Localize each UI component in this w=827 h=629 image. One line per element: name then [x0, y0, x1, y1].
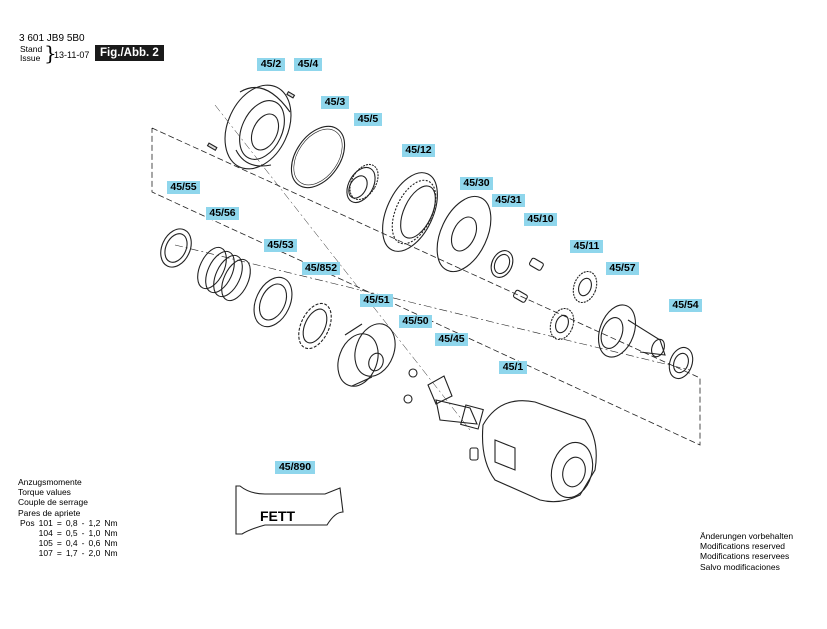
modification-notes: Änderungen vorbehalten Modifications res… — [700, 531, 793, 572]
label-45-54: 45/54 — [669, 299, 702, 312]
label-45-31: 45/31 — [492, 194, 525, 207]
torque-row: Pos 101 = 0,8 - 1,2 Nm — [20, 517, 118, 528]
part-washer-45-53 — [253, 276, 293, 328]
torque-values: Anzugsmomente Torque values Couple de se… — [18, 477, 120, 559]
part-spring-45-56 — [197, 246, 251, 302]
brace: } — [44, 41, 57, 65]
grease-tube-label: FETT — [260, 508, 295, 524]
note-fr: Modifications reservees — [700, 551, 790, 562]
torque-title-en: Torque values — [18, 487, 71, 498]
label-45-51: 45/51 — [360, 294, 393, 307]
part-ring-45-31 — [490, 250, 514, 278]
part-washer-45-55 — [160, 228, 192, 268]
figure-label: Fig./Abb. 2 — [95, 45, 164, 61]
torque-title-es: Pares de apriete — [18, 507, 81, 518]
label-45-5: 45/5 — [354, 113, 382, 126]
grease-tube-45-890 — [235, 485, 344, 535]
torque-table: Pos 101 = 0,8 - 1,2 Nm 104 = 0,5 - 1,0 N… — [18, 518, 120, 559]
stand-issue-label: Stand Issue — [20, 45, 42, 63]
part-internal-gear-45-12 — [382, 172, 438, 252]
part-anvil-45-45 — [427, 375, 484, 430]
part-ball-cage-45-852 — [298, 302, 332, 350]
part-washer-45-30 — [436, 195, 492, 273]
part-oring-45-3 — [290, 125, 346, 189]
torque-title-de: Anzugsmomente — [18, 477, 82, 487]
torque-row: 107 = 1,7 - 2,0 Nm — [38, 548, 118, 559]
label-45-11: 45/11 — [570, 240, 603, 253]
part-needle-45-10 — [512, 257, 544, 303]
note-de: Änderungen vorbehalten — [700, 531, 794, 541]
part-planet-gear-45-11 — [549, 270, 598, 341]
label-45-45: 45/45 — [435, 333, 468, 346]
label-45-57: 45/57 — [606, 262, 639, 275]
torque-title-fr: Couple de serrage — [18, 497, 88, 508]
part-bearing-45-5 — [346, 163, 379, 204]
torque-row: 105 = 0,4 - 0,6 Nm — [38, 538, 118, 549]
label-45-53: 45/53 — [264, 239, 297, 252]
issue-date: 13-11-07 — [54, 50, 90, 60]
stand-label: Stand — [20, 44, 43, 54]
label-45-890: 45/890 — [275, 461, 315, 474]
label-45-2: 45/2 — [257, 58, 285, 71]
part-hammer-45-51 — [337, 323, 396, 387]
part-bearing-45-54 — [668, 346, 694, 380]
part-pin-45-4 — [206, 91, 296, 151]
part-ball-45-50 — [408, 368, 418, 378]
note-en: Modifications reserved — [700, 541, 786, 552]
assembly-frame — [151, 127, 701, 446]
label-45-12: 45/12 — [402, 144, 435, 157]
part-planet-carrier-45-57 — [597, 304, 666, 358]
label-45-4: 45/4 — [294, 58, 322, 71]
note-es: Salvo modificaciones — [700, 561, 780, 572]
part-number: 3 601 JB9 5B0 — [19, 33, 85, 44]
label-45-3: 45/3 — [321, 96, 349, 109]
label-45-50: 45/50 — [399, 315, 432, 328]
label-45-1: 45/1 — [499, 361, 527, 374]
pos-label: Pos — [20, 517, 35, 528]
part-ring-gear-45-2 — [224, 84, 292, 170]
label-45-30: 45/30 — [460, 177, 493, 190]
issue-label: Issue — [20, 53, 41, 63]
label-45-56: 45/56 — [206, 207, 239, 220]
label-45-852: 45/852 — [302, 262, 340, 275]
label-45-55: 45/55 — [167, 181, 200, 194]
part-housing-45-1 — [469, 400, 597, 503]
torque-row: 104 = 0,5 - 1,0 Nm — [38, 528, 118, 539]
label-45-10: 45/10 — [524, 213, 557, 226]
